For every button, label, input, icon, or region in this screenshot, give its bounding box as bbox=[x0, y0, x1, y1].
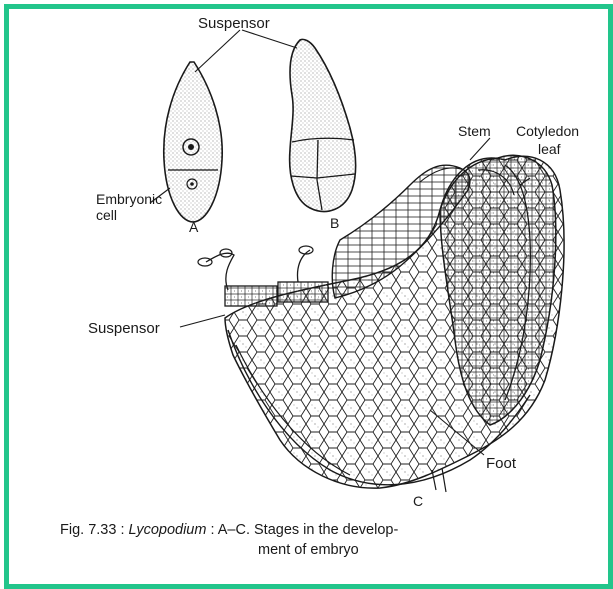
figure-caption: Fig. 7.33 : Lycopodium : A–C. Stages in … bbox=[60, 520, 600, 560]
label-stage-c: C bbox=[413, 493, 423, 509]
label-foot: Foot bbox=[486, 455, 517, 472]
label-cotyledon-leaf-line1: Cotyledon bbox=[516, 123, 579, 139]
caption-line-1: Fig. 7.33 : Lycopodium : A–C. Stages in … bbox=[60, 520, 600, 540]
label-stage-a: A bbox=[189, 219, 199, 235]
caption-prefix: Fig. 7.33 : bbox=[60, 522, 129, 538]
label-embryonic-cell-line2: cell bbox=[96, 207, 117, 223]
label-cotyledon-leaf-line2: leaf bbox=[538, 141, 561, 157]
label-suspensor-top: Suspensor bbox=[198, 15, 270, 32]
stage-a-embryo bbox=[164, 62, 222, 222]
label-embryonic-cell-line1: Embryonic bbox=[96, 191, 162, 207]
stage-c-embryo bbox=[198, 155, 564, 492]
caption-line1-rest: : A–C. Stages in the develop- bbox=[206, 522, 398, 538]
caption-genus: Lycopodium bbox=[129, 522, 207, 538]
label-stage-b: B bbox=[330, 215, 339, 231]
caption-line-2: ment of embryo bbox=[60, 540, 600, 560]
label-suspensor-left: Suspensor bbox=[88, 320, 160, 337]
stage-b-embryo bbox=[290, 39, 356, 211]
label-stem: Stem bbox=[458, 123, 491, 139]
